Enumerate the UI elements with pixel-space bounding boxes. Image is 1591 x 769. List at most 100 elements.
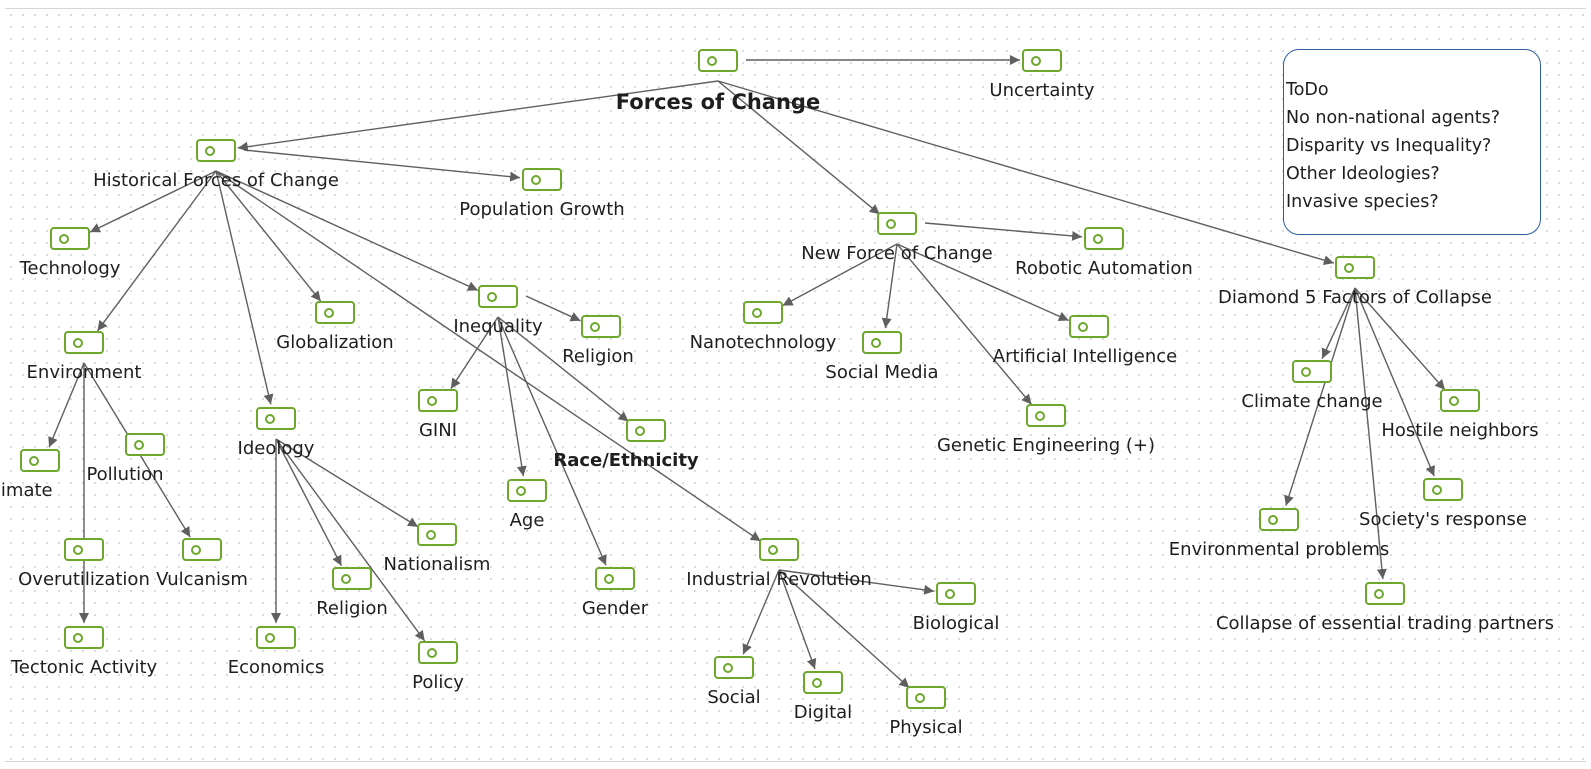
note-card-icon[interactable] [507,479,547,502]
note-card-icon[interactable] [418,389,458,412]
note-card-icon[interactable] [759,538,799,561]
note-card-icon[interactable] [698,49,738,72]
node-label[interactable]: Diamond 5 Factors of Collapse [1218,287,1492,308]
note-card-icon[interactable] [877,212,917,235]
node-label[interactable]: Social [707,687,761,708]
edge-diamond-society [1354,287,1435,477]
note-card-icon[interactable] [803,671,843,694]
note-card-icon[interactable] [1365,582,1405,605]
node-label[interactable]: Pollution [86,464,164,485]
note-card-icon[interactable] [125,433,165,456]
note-card-icon[interactable] [581,315,621,338]
node-label[interactable]: Ideology [237,438,315,459]
note-card-icon[interactable] [256,407,296,430]
node-label[interactable]: Overutilization [18,569,150,590]
edge-ideology-policy [275,438,426,642]
node-label[interactable]: Uncertainty [989,80,1095,101]
todo-note[interactable]: ToDo No non-national agents? Disparity v… [1283,49,1541,235]
node-label[interactable]: Collapse of essential trading partners [1215,613,1555,634]
edge-ideology-religion2 [275,438,343,567]
edge-historical-industrial [215,170,762,542]
note-card-icon[interactable] [64,538,104,561]
edge-inequality-religion1 [525,295,581,322]
edge-newforce-genetic [896,243,1033,405]
edge-industrial-biological [778,569,935,595]
node-label[interactable]: Forces of Change [615,90,821,114]
node-label[interactable]: Religion [316,598,388,619]
note-card-icon[interactable] [1292,360,1332,383]
node-label[interactable]: Physical [889,717,963,738]
node-label[interactable]: Artificial Intelligence [992,346,1178,367]
note-card-icon[interactable] [417,523,457,546]
edge-diamond-trading [1354,287,1387,580]
node-label[interactable]: Religion [562,346,634,367]
node-label[interactable]: Industrial Revolution [686,569,872,590]
note-card-icon[interactable] [478,285,518,308]
note-card-icon[interactable] [418,641,458,664]
note-card-icon[interactable] [626,419,666,442]
note-card-icon[interactable] [522,168,562,191]
node-label[interactable]: Age [509,510,545,531]
edge-historical-globalization [215,170,322,302]
node-label[interactable]: New Force of Change [801,243,993,264]
edge-root-diamond [717,80,1335,266]
note-card-icon[interactable] [743,301,783,324]
note-card-icon[interactable] [1335,256,1375,279]
node-label[interactable]: Race/Ethnicity [553,450,699,471]
todo-line: Invasive species? [1286,192,1439,212]
node-label[interactable]: Economics [227,657,325,678]
note-card-icon[interactable] [1026,404,1066,427]
node-label[interactable]: Population Growth [459,199,625,220]
note-card-icon[interactable] [50,227,90,250]
note-card-icon[interactable] [64,626,104,649]
note-card-icon[interactable] [64,331,104,354]
node-label[interactable]: Technology [19,258,121,279]
edge-inequality-race [497,316,629,423]
note-card-icon[interactable] [332,567,372,590]
note-card-icon[interactable] [714,656,754,679]
node-label[interactable]: Society's response [1359,509,1527,530]
edge-diamond-envproblems [1284,287,1356,506]
node-label[interactable]: Globalization [276,332,394,353]
node-label[interactable]: GINI [418,420,458,441]
node-label[interactable]: Robotic Automation [1015,258,1193,279]
node-label[interactable]: Environment [26,362,142,383]
node-label[interactable]: Climate change [1241,391,1383,412]
note-card-icon[interactable] [315,301,355,324]
edge-industrial-social [742,569,780,655]
note-card-icon[interactable] [1423,478,1463,501]
node-label[interactable]: Genetic Engineering (+) [936,435,1156,456]
note-card-icon[interactable] [1022,49,1062,72]
edge-historical-inequality [215,170,479,291]
node-label[interactable]: Nationalism [383,554,491,575]
node-label[interactable]: Climate [0,480,53,501]
note-card-icon[interactable] [1440,389,1480,412]
note-card-icon[interactable] [1069,315,1109,338]
note-card-icon[interactable] [906,686,946,709]
node-label[interactable]: Environmental problems [1168,539,1390,560]
note-card-icon[interactable] [595,567,635,590]
note-card-icon[interactable] [1259,508,1299,531]
node-label[interactable]: Social Media [825,362,939,383]
node-label[interactable]: Vulcanism [156,569,248,590]
edge-diamond-hostile [1354,287,1446,391]
note-card-icon[interactable] [182,538,222,561]
edge-historical-population [243,149,521,182]
edge-industrial-digital [778,569,817,670]
node-label[interactable]: Inequality [453,316,543,337]
node-label[interactable]: Biological [912,613,1000,634]
node-label[interactable]: Tectonic Activity [10,657,158,678]
node-label[interactable]: Gender [581,598,649,619]
note-card-icon[interactable] [256,626,296,649]
note-card-icon[interactable] [20,449,60,472]
node-label[interactable]: Digital [793,702,853,723]
note-card-icon[interactable] [936,582,976,605]
node-label[interactable]: Nanotechnology [689,332,837,353]
note-card-icon[interactable] [862,331,902,354]
note-card-icon[interactable] [196,139,236,162]
note-card-icon[interactable] [1084,227,1124,250]
node-label[interactable]: Hostile neighbors [1381,420,1539,441]
node-label[interactable]: Policy [412,672,464,693]
node-label[interactable]: Historical Forces of Change [93,170,339,191]
